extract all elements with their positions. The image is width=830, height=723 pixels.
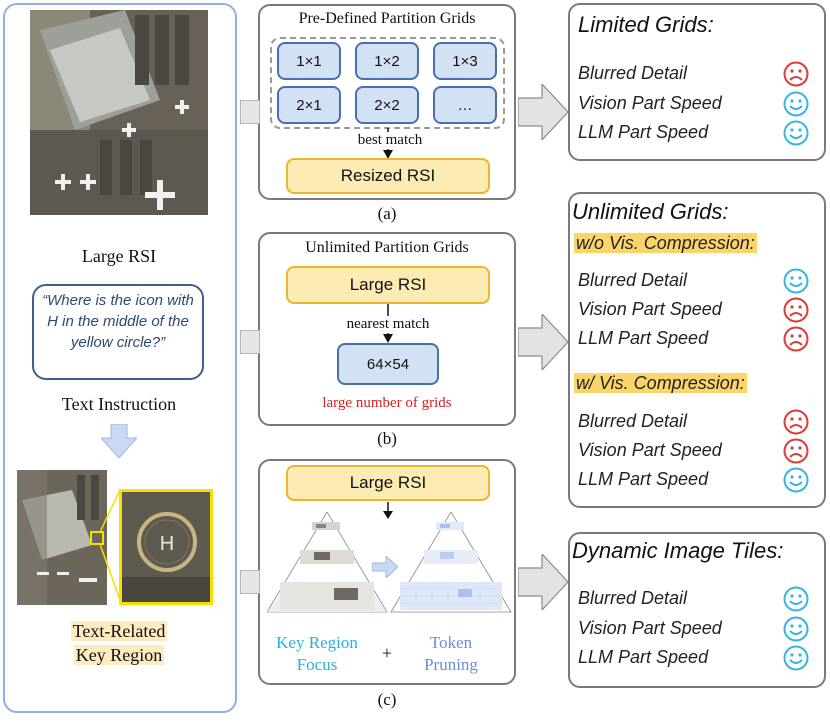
result-b-item1-2: Vision Part Speed bbox=[578, 299, 722, 319]
arrow-to-result-b bbox=[518, 314, 568, 370]
happy-face-icon bbox=[783, 645, 809, 671]
resized-rsi-box: Resized RSI bbox=[286, 158, 490, 194]
down-arrow-icon bbox=[101, 424, 137, 458]
happy-face-icon bbox=[783, 616, 809, 642]
pruning-label-line1: Token bbox=[429, 633, 473, 652]
result-a-item-1: Blurred Detail bbox=[578, 63, 688, 83]
grid-2x1: 2×1 bbox=[277, 86, 341, 124]
instruction-text: “Where is the icon with H in the middle … bbox=[42, 292, 194, 351]
result-b-title: Unlimited Grids: bbox=[572, 199, 729, 224]
nearest-match-label: nearest match bbox=[318, 316, 458, 333]
grid-1x2: 1×2 bbox=[355, 42, 419, 80]
key-region-zoom: H bbox=[119, 489, 213, 605]
instruction-bubble bbox=[32, 284, 204, 380]
left-connector-c bbox=[240, 570, 260, 594]
left-connector-b bbox=[240, 330, 260, 354]
panel-c-down-arrow bbox=[383, 502, 393, 519]
panel-a-title: Pre-Defined Partition Grids bbox=[298, 10, 476, 27]
happy-face-icon bbox=[783, 120, 809, 146]
arrow-to-result-c bbox=[518, 554, 568, 610]
result-b-sub1: w/o Vis. Compression: bbox=[574, 233, 757, 254]
result-a-item-2: Vision Part Speed bbox=[578, 93, 722, 113]
key-region-line1: Text-Related bbox=[70, 621, 168, 641]
sad-face-icon bbox=[783, 326, 809, 352]
sad-face-icon bbox=[783, 409, 809, 435]
key-region-pyramid bbox=[266, 512, 388, 613]
happy-face-icon bbox=[783, 91, 809, 117]
key-region-focus-label: Key Region Focus bbox=[262, 632, 372, 676]
result-c-panel bbox=[568, 532, 826, 688]
small-rsi-image bbox=[17, 470, 107, 605]
grid-2x2: 2×2 bbox=[355, 86, 419, 124]
token-pruning-pyramid bbox=[390, 512, 512, 613]
panel-b-title: Unlimited Partition Grids bbox=[305, 239, 469, 256]
key-region-line2: Key Region bbox=[73, 645, 165, 665]
caption-c: (c) bbox=[377, 690, 397, 709]
panel-b-large-rsi-box: Large RSI bbox=[286, 266, 490, 304]
large-rsi-image bbox=[30, 10, 208, 215]
left-connector-a bbox=[240, 100, 260, 124]
happy-face-icon bbox=[783, 467, 809, 493]
grid-more: … bbox=[433, 86, 497, 124]
pruning-label-line2: Pruning bbox=[424, 655, 478, 674]
best-match-label: best match bbox=[330, 132, 450, 149]
focus-label-line1: Key Region bbox=[276, 633, 358, 652]
result-b-item1-3: LLM Part Speed bbox=[578, 328, 709, 348]
zoom-lines bbox=[100, 489, 121, 601]
result-c-item-1: Blurred Detail bbox=[578, 588, 688, 608]
sub2-text: w/ Vis. Compression: bbox=[574, 373, 747, 393]
helipad-letter: H bbox=[160, 533, 174, 555]
sad-face-icon bbox=[783, 297, 809, 323]
sub1-text: w/o Vis. Compression: bbox=[574, 233, 757, 253]
result-b-item2-3: LLM Part Speed bbox=[578, 469, 709, 489]
text-instruction-label: Text Instruction bbox=[61, 394, 177, 414]
token-pruning-label: Token Pruning bbox=[396, 632, 506, 676]
sad-face-icon bbox=[783, 438, 809, 464]
result-a-panel bbox=[568, 3, 826, 161]
grid-64x54: 64×54 bbox=[337, 343, 439, 385]
arrow-to-result-a bbox=[518, 84, 568, 140]
focus-label-line2: Focus bbox=[296, 655, 338, 674]
result-c-item-3: LLM Part Speed bbox=[578, 647, 709, 667]
result-b-sub2: w/ Vis. Compression: bbox=[574, 373, 747, 394]
result-c-item-2: Vision Part Speed bbox=[578, 618, 722, 638]
caption-b: (b) bbox=[377, 429, 397, 448]
result-c-title: Dynamic Image Tiles: bbox=[572, 538, 784, 563]
grid-1x3: 1×3 bbox=[433, 42, 497, 80]
happy-face-icon bbox=[783, 268, 809, 294]
result-b-item2-2: Vision Part Speed bbox=[578, 440, 722, 460]
grid-1x1: 1×1 bbox=[277, 42, 341, 80]
right-arrow-icon bbox=[372, 556, 398, 578]
key-region-label: Text-Related Key Region bbox=[30, 619, 208, 667]
caption-a: (a) bbox=[377, 204, 397, 223]
result-b-item1-1: Blurred Detail bbox=[578, 270, 688, 290]
result-a-item-3: LLM Part Speed bbox=[578, 122, 709, 142]
large-grids-note: large number of grids bbox=[322, 395, 452, 411]
panel-c-large-rsi-box: Large RSI bbox=[286, 465, 490, 501]
result-a-title: Limited Grids: bbox=[578, 12, 714, 37]
happy-face-icon bbox=[783, 586, 809, 612]
large-rsi-label: Large RSI bbox=[81, 246, 157, 266]
plus-sign: + bbox=[381, 643, 393, 663]
result-b-item2-1: Blurred Detail bbox=[578, 411, 688, 431]
sad-face-icon bbox=[783, 61, 809, 87]
